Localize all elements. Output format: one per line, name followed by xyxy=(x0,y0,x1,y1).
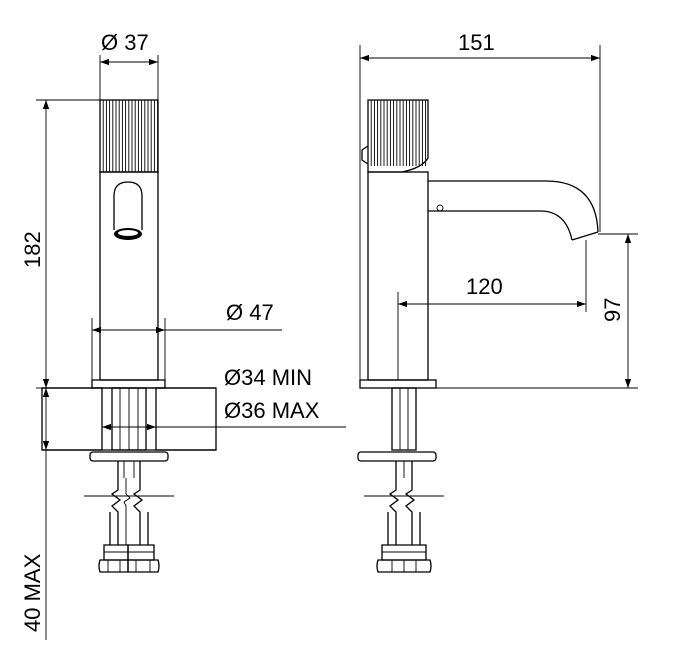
height-label: 182 xyxy=(20,231,45,268)
front-handle xyxy=(99,99,159,173)
front-flexible-hoses xyxy=(84,478,174,573)
top-diameter-label: Ø 37 xyxy=(101,30,149,55)
side-flexible-hose xyxy=(364,478,444,573)
base-diameter-label: Ø 47 xyxy=(226,300,274,325)
dimension-height: 182 xyxy=(20,99,100,389)
spout-reach-label: 120 xyxy=(466,274,503,299)
front-spout-outlet xyxy=(113,181,143,240)
counter-thickness-label: 40 MAX xyxy=(20,553,45,632)
dimension-top-diameter: Ø 37 xyxy=(99,30,159,100)
front-body xyxy=(99,171,159,381)
total-width-label: 151 xyxy=(458,30,495,55)
side-handle xyxy=(361,99,429,173)
dimension-total-width: 151 xyxy=(359,30,601,380)
front-fixing-shank xyxy=(89,387,169,478)
side-spout xyxy=(428,180,599,241)
hole-max-label: Ø36 MAX xyxy=(224,398,320,423)
front-base-flange xyxy=(91,379,166,389)
side-base-flange xyxy=(359,379,437,389)
dimension-hole-diameter: Ø34 MIN Ø36 MAX xyxy=(102,365,346,431)
dimension-spout-reach: 120 xyxy=(397,240,587,380)
side-view xyxy=(357,99,599,573)
side-fixing-shank xyxy=(357,387,437,478)
dimension-counter-thickness: 40 MAX xyxy=(20,388,50,640)
hole-min-label: Ø34 MIN xyxy=(224,365,312,390)
dimension-spout-height: 97 xyxy=(436,233,638,389)
spout-height-label: 97 xyxy=(600,298,625,322)
front-view xyxy=(41,99,217,573)
dimension-base-diameter: Ø 47 xyxy=(91,300,282,380)
